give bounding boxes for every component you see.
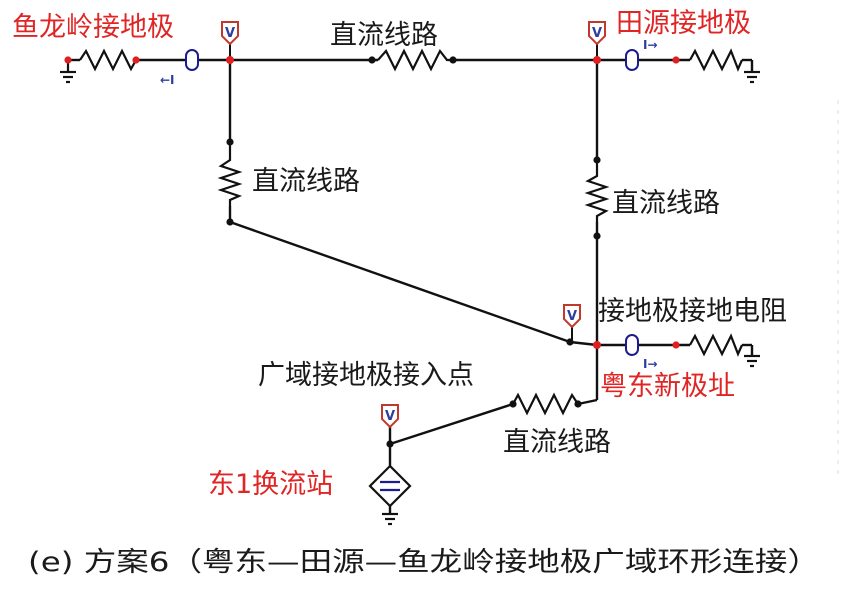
node-bottom-line-right: [574, 400, 582, 408]
node-left-res-bottom: [226, 218, 234, 226]
node-top-line-left: [368, 56, 376, 64]
label-dc-line-top: 直流线路: [330, 20, 438, 51]
ground-right-bottom: [744, 354, 760, 368]
resistor-ground-resistance: [689, 333, 744, 357]
node-left-res-top: [226, 138, 234, 146]
current-probe-right-top-label: I→: [643, 38, 658, 52]
current-probe-left-label: ←I: [160, 73, 175, 87]
current-probe-left: ←I: [160, 49, 199, 87]
voltmeter-yuedong-label: V: [567, 309, 577, 324]
node-station: [386, 440, 394, 448]
node-ground-resistance: [672, 341, 680, 349]
resistor-right-ground-top: [689, 48, 744, 72]
voltmeter-station: V: [381, 404, 399, 429]
voltmeter-station-label: V: [385, 409, 395, 424]
voltmeter-right-top: V: [588, 21, 606, 60]
figure-caption: (e) 方案6（粤东—田源—鱼龙岭接地极广域环形连接）: [28, 547, 820, 578]
label-ground-electrode-tianyuan: 田源接地极: [616, 8, 751, 39]
voltmeter-left: V: [221, 21, 239, 60]
resistor-dc-line-top: [377, 48, 452, 72]
node-left-ground: [64, 56, 72, 64]
node-left-res: [132, 56, 140, 64]
wires: [68, 58, 754, 514]
label-dc-line-left: 直流线路: [252, 166, 360, 197]
node-left-junction: [226, 56, 234, 64]
node-right-res-top: [593, 156, 601, 164]
resistor-dc-line-bottom: [512, 392, 579, 416]
resistor-dc-line-right: [584, 160, 610, 222]
resistors: [79, 48, 744, 416]
node-right-res-bottom: [593, 232, 601, 240]
current-probe-right-bottom: I→: [625, 334, 658, 371]
wire-diagonal: [229, 220, 571, 344]
nodes: [64, 56, 680, 448]
resistor-dc-line-left: [217, 142, 243, 206]
current-probe-right-bottom-label: I→: [643, 357, 658, 371]
voltmeter-left-label: V: [225, 26, 235, 41]
label-ground-electrode-yulongling: 鱼龙岭接地极: [12, 12, 174, 43]
node-bottom-line-left: [509, 400, 517, 408]
current-probe-right-top: I→: [625, 38, 658, 71]
ground-station: [382, 512, 398, 526]
resistor-left-ground: [79, 48, 137, 72]
label-yuedong-site: 粤东新极址: [600, 371, 735, 402]
node-diagonal-end: [566, 338, 574, 346]
converter-station-source-icon: [368, 464, 412, 508]
node-right-top-res: [672, 56, 680, 64]
wire-diagonal-tail: [569, 340, 598, 347]
voltmeter-right-top-label: V: [592, 26, 602, 41]
ground-right-top: [744, 70, 760, 84]
label-ground-resistance: 接地极接地电阻: [598, 296, 787, 327]
wire-bottom-line-diag: [389, 402, 514, 446]
node-right-junction: [593, 56, 601, 64]
node-top-line-right: [449, 56, 457, 64]
label-station-dong1: 东1换流站: [208, 469, 333, 500]
label-dc-line-right: 直流线路: [612, 188, 720, 219]
node-yuedong: [593, 341, 601, 349]
label-wide-area-entry: 广域接地极接入点: [258, 360, 474, 391]
label-dc-line-bottom: 直流线路: [503, 427, 611, 458]
voltmeter-yuedong: V: [563, 304, 581, 342]
